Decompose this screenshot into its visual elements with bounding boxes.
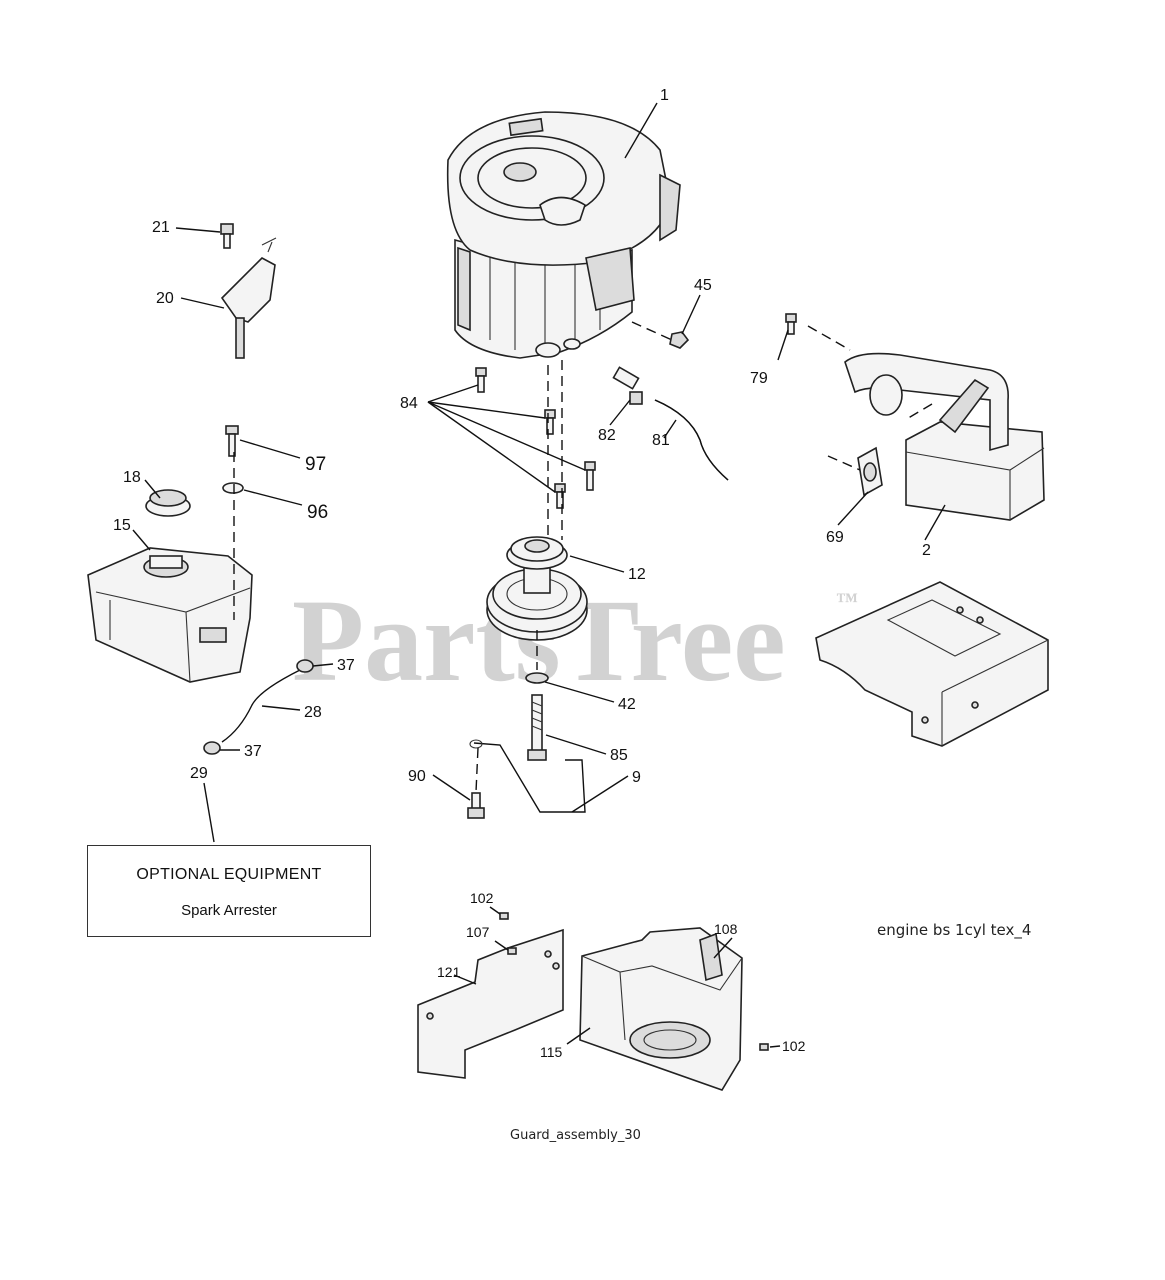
fuel-line-part[interactable] xyxy=(203,659,314,755)
muffler-part[interactable] xyxy=(844,352,1045,521)
pulley-washer-part[interactable] xyxy=(525,672,549,684)
callout-69: 69 xyxy=(826,529,844,546)
callout-12: 12 xyxy=(628,566,646,583)
callout-121: 121 xyxy=(437,964,461,980)
engine-part[interactable] xyxy=(446,111,681,359)
callout-102b: 102 xyxy=(782,1038,806,1054)
callout-97: 97 xyxy=(305,454,326,475)
callout-28: 28 xyxy=(304,704,322,721)
callout-45: 45 xyxy=(694,277,712,294)
callout-1: 1 xyxy=(660,87,669,104)
optional-equipment-title: OPTIONAL EQUIPMENT xyxy=(136,866,322,883)
callout-96: 96 xyxy=(307,502,328,523)
fuel-cap-part[interactable] xyxy=(145,489,191,517)
callout-18: 18 xyxy=(123,469,141,486)
drain-fitting-part[interactable] xyxy=(612,366,643,405)
guard-screws-part[interactable] xyxy=(499,912,769,1051)
callout-115: 115 xyxy=(540,1044,563,1060)
engine-guard-part[interactable] xyxy=(579,927,743,1091)
engine-frame-part[interactable] xyxy=(815,581,1049,747)
callout-90: 90 xyxy=(408,768,426,785)
optional-equipment-item: Spark Arrester xyxy=(181,902,277,919)
assembly-lines xyxy=(233,321,933,793)
callout-84: 84 xyxy=(400,395,418,412)
callout-37a: 37 xyxy=(337,657,355,674)
exhaust-gasket-part[interactable] xyxy=(857,446,883,497)
watermark-trademark: ™ xyxy=(836,588,858,613)
belt-guard-plate-part[interactable] xyxy=(417,928,564,1079)
callout-20: 20 xyxy=(156,290,174,307)
callout-9: 9 xyxy=(632,769,641,786)
callout-81: 81 xyxy=(652,432,670,449)
engine-bolts-part[interactable] xyxy=(475,367,596,509)
callout-108: 108 xyxy=(714,921,738,937)
callout-107: 107 xyxy=(466,924,490,940)
callout-79: 79 xyxy=(750,370,768,387)
callout-21: 21 xyxy=(152,219,170,236)
nut-part[interactable] xyxy=(669,331,690,349)
callout-102a: 102 xyxy=(470,890,494,906)
callout-2: 2 xyxy=(922,542,931,559)
rod-bolt-part[interactable] xyxy=(467,792,485,819)
fuel-tank-part[interactable] xyxy=(87,547,253,683)
tank-washer-part[interactable] xyxy=(222,482,244,494)
screw-part[interactable] xyxy=(220,223,234,249)
tank-screw-part[interactable] xyxy=(225,425,239,457)
callout-82: 82 xyxy=(598,427,616,444)
muffler-screw-part[interactable] xyxy=(785,313,797,335)
pulley-bolt-part[interactable] xyxy=(527,694,547,761)
leader-lines xyxy=(132,102,946,1048)
belt-guide-rod-part[interactable] xyxy=(469,739,586,813)
callout-29: 29 xyxy=(190,765,208,782)
engine-diagram-caption: engine bs 1cyl tex_4 xyxy=(877,921,1031,940)
callout-15: 15 xyxy=(113,517,131,534)
guard-diagram-caption: Guard_assembly_30 xyxy=(510,1128,641,1143)
callout-37b: 37 xyxy=(244,743,262,760)
callout-42: 42 xyxy=(618,696,636,713)
throttle-bracket-part[interactable] xyxy=(220,237,277,359)
callouts: 1 21 20 45 79 84 82 81 97 96 18 15 12 69… xyxy=(113,87,931,1060)
optional-equipment-box: OPTIONAL EQUIPMENT Spark Arrester xyxy=(87,845,371,937)
callout-85: 85 xyxy=(610,747,628,764)
oil-drain-hose-part[interactable] xyxy=(654,399,729,481)
engine-pulley-part[interactable] xyxy=(486,536,588,641)
